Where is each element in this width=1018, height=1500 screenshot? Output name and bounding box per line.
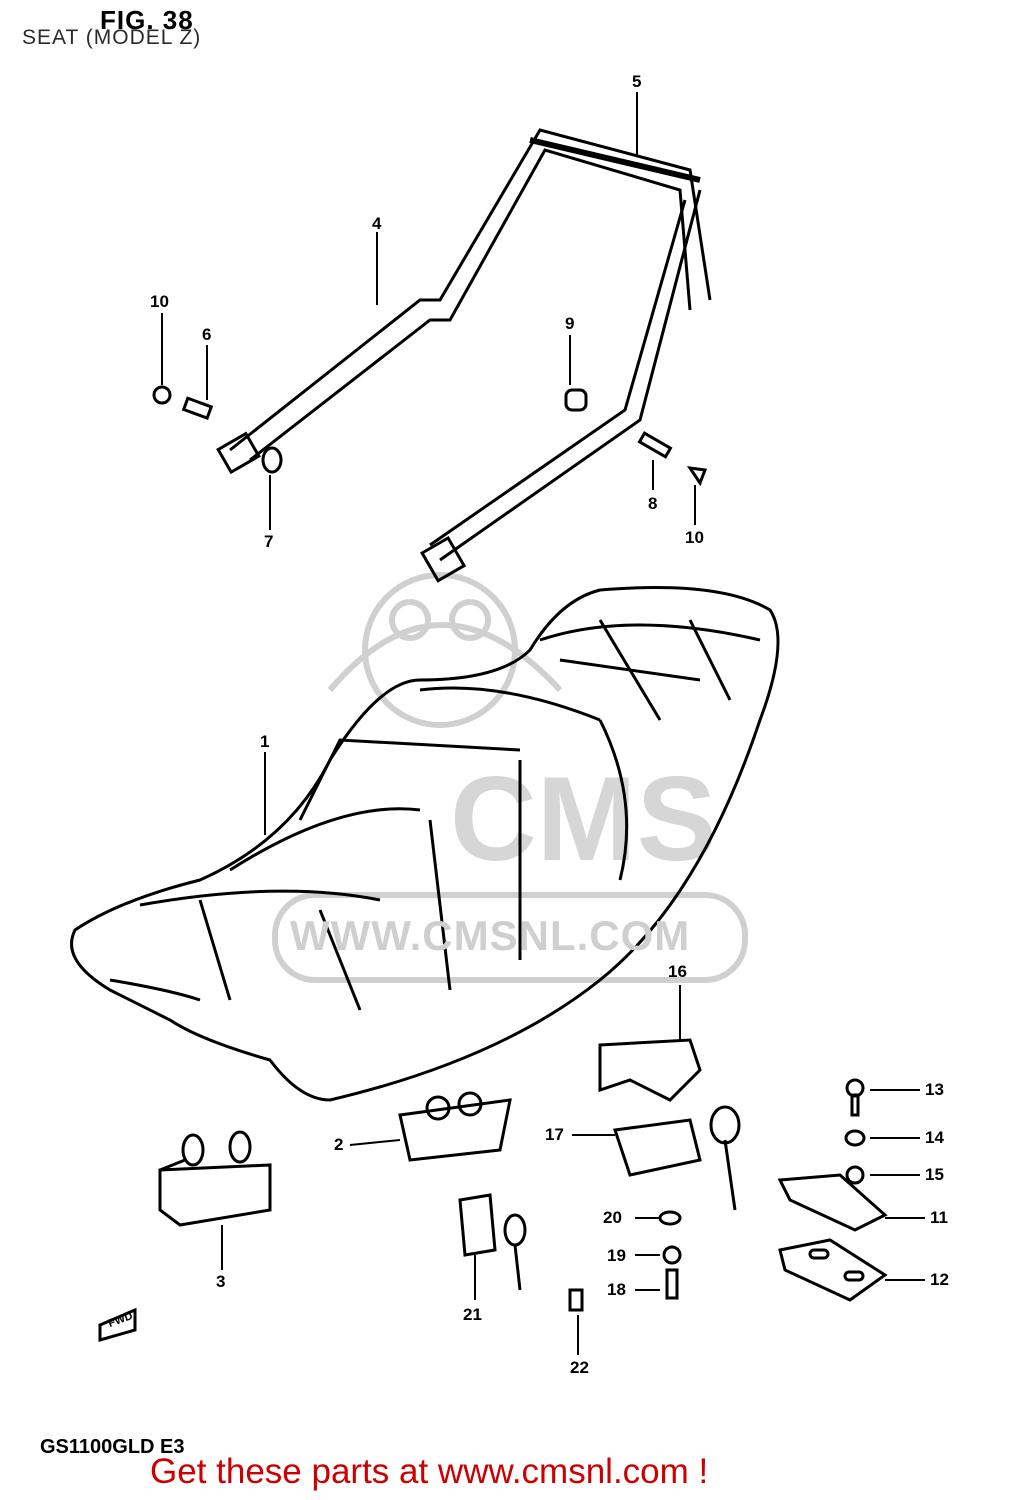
callout-8: 8 — [648, 494, 658, 513]
callout-3: 3 — [216, 1272, 226, 1291]
callout-22: 22 — [570, 1358, 589, 1377]
callout-4: 4 — [372, 214, 382, 233]
model-code: GS1100GLD E3 — [40, 1436, 185, 1458]
callout-10-right: 10 — [685, 528, 704, 547]
page-title: SEAT (MODEL Z) — [22, 26, 202, 49]
callout-17: 17 — [545, 1125, 564, 1144]
watermark-logo-text: CMS — [450, 752, 717, 886]
callout-9: 9 — [565, 314, 575, 333]
seat-damper-rear — [158, 1130, 272, 1227]
callout-5: 5 — [632, 72, 642, 91]
callout-12: 12 — [930, 1270, 949, 1289]
hardware — [98, 385, 888, 1342]
leader-lines — [161, 92, 925, 1355]
figure-label: FIG. 38 — [100, 5, 194, 35]
callout-14: 14 — [925, 1128, 944, 1147]
callout-13: 13 — [925, 1080, 944, 1099]
callout-1: 1 — [260, 732, 270, 751]
callout-2: 2 — [334, 1135, 344, 1154]
watermark-text: WWW.CMSNL.COM — [290, 912, 691, 959]
backrest-handle — [216, 128, 712, 583]
callout-7: 7 — [264, 532, 274, 551]
seat-damper-front — [398, 1091, 512, 1162]
callout-21: 21 — [463, 1305, 482, 1324]
callout-18: 18 — [607, 1280, 626, 1299]
callout-16: 16 — [668, 962, 687, 981]
callout-15: 15 — [925, 1165, 944, 1184]
callout-11: 11 — [930, 1208, 948, 1227]
callout-10-left: 10 — [150, 292, 169, 311]
seat — [70, 586, 780, 1102]
callout-6: 6 — [202, 325, 212, 344]
cta-link[interactable]: Get these parts at www.cmsnl.com ! — [150, 1452, 709, 1491]
callout-19: 19 — [607, 1246, 626, 1265]
callout-20: 20 — [603, 1208, 622, 1227]
watermark-logo — [272, 572, 748, 983]
